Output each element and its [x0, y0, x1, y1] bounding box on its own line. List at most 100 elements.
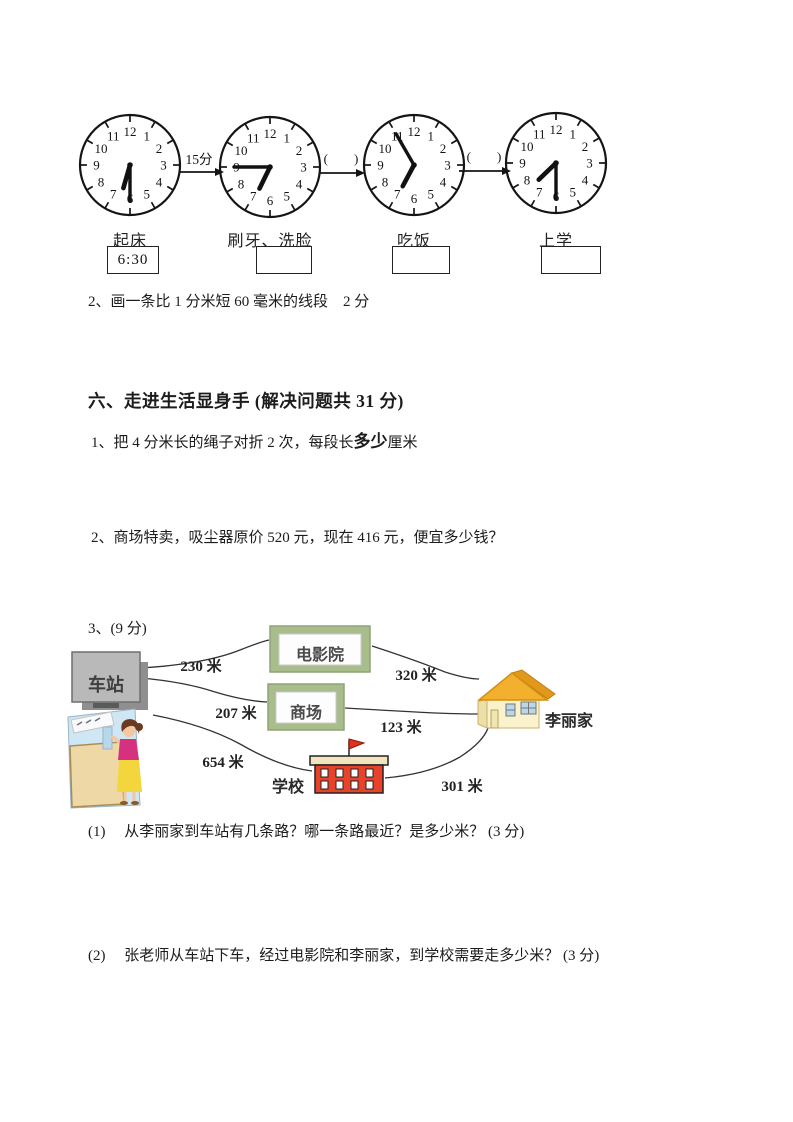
- arrowhead-icon: [502, 167, 511, 175]
- time-box-school[interactable]: [541, 246, 601, 274]
- arrow-label-blank-2: ( ): [467, 149, 502, 164]
- clock-tick: [592, 137, 600, 143]
- clock-go-to-school: 121234567891011: [504, 111, 608, 215]
- clock-numeral: 7: [394, 187, 401, 202]
- roads: [140, 639, 489, 779]
- clock-eat: 121234567891011: [362, 113, 466, 217]
- clock-tick: [450, 185, 458, 191]
- section-six-heading: 六、走进生活显身手 (解决问题共 31 分): [88, 391, 404, 411]
- home: 李丽家: [476, 669, 594, 730]
- clock-caption-eat: 吃饭: [396, 233, 431, 250]
- clock-numeral: 2: [582, 139, 589, 154]
- clock-numeral: 3: [160, 158, 167, 173]
- station-sign: [71, 651, 141, 703]
- clock-numeral: 3: [586, 156, 593, 171]
- clock-tick: [370, 185, 378, 191]
- distance-station-mall: 207 米: [215, 704, 257, 722]
- hour-hand: [121, 162, 133, 191]
- clock-tick: [306, 187, 314, 193]
- distance-cinema-home: 320 米: [395, 666, 437, 684]
- road-cinema-home: [371, 645, 480, 680]
- distance-station-cinema: 230 米: [180, 657, 222, 675]
- clock-numeral: 12: [124, 124, 137, 139]
- mall: 商场: [267, 683, 345, 731]
- station-label: 车站: [88, 674, 124, 695]
- clock-numeral: 1: [284, 130, 291, 145]
- clock-tick: [530, 199, 536, 207]
- clock-numeral: 10: [234, 143, 247, 158]
- billboard-board: [69, 741, 125, 808]
- clock-tick: [86, 139, 94, 145]
- clock-tick: [104, 201, 110, 209]
- road-school-home: [384, 727, 489, 779]
- clock-center-dot: [553, 160, 559, 166]
- hour-hand: [400, 162, 417, 189]
- question-map-number: 3、(9 分): [88, 621, 147, 637]
- clock-tick: [512, 183, 520, 189]
- clock-numeral: 2: [440, 141, 447, 156]
- clock-numeral: 1: [428, 128, 435, 143]
- clock-numeral: 11: [247, 130, 260, 145]
- arrow-2: ( ): [319, 151, 365, 177]
- clock-tick: [434, 121, 440, 129]
- clock-numeral: 7: [110, 187, 117, 202]
- clock-numeral: 10: [94, 141, 107, 156]
- time-box-eat[interactable]: [392, 246, 450, 274]
- clock-tick: [434, 201, 440, 209]
- banner-marks-icon: [76, 717, 101, 726]
- house-side: [477, 697, 488, 729]
- station: 车站: [71, 651, 148, 710]
- clock-center-dot: [267, 164, 273, 170]
- clock-tick: [166, 139, 174, 145]
- map-subquestion-2: (2) 张老师从车站下车，经过电影院和李丽家，到学校需要走多少米？ (3 分): [88, 948, 600, 964]
- clock-tick: [244, 203, 250, 211]
- clock-tick: [166, 185, 174, 191]
- question-vacuum: 2、商场特卖，吸尘器原价 520 元，现在 416 元，便宜多少钱？: [91, 530, 504, 546]
- clock-numeral: 1: [144, 128, 151, 143]
- road-station-school: [152, 714, 313, 772]
- school-windows: [320, 768, 374, 790]
- time-box-wake-up[interactable]: 6:30: [107, 246, 159, 274]
- clock-tick: [576, 119, 582, 127]
- clock-tick: [592, 183, 600, 189]
- girl-skirt: [117, 760, 142, 792]
- mall-label: 商场: [290, 703, 322, 722]
- clock-numeral: 12: [550, 122, 563, 137]
- clock-tick: [576, 199, 582, 207]
- clock-tick: [388, 201, 394, 209]
- clock-brush-teeth: 121234567891011: [218, 115, 322, 219]
- road-mall-home: [344, 707, 479, 715]
- road-station-mall: [140, 677, 268, 703]
- school-label: 学校: [272, 777, 305, 796]
- clock-tick: [290, 203, 296, 211]
- girl-figure: [111, 719, 143, 805]
- house-door: [490, 709, 499, 729]
- billboard-paper: [102, 726, 113, 750]
- clock-numeral: 1: [570, 126, 577, 141]
- clock-numeral: 5: [428, 187, 435, 202]
- clock-numeral: 4: [296, 176, 303, 191]
- clock-numeral: 4: [440, 174, 447, 189]
- clock-numeral: 10: [378, 141, 391, 156]
- mall-inner: [275, 691, 337, 724]
- clock-numeral: 6: [411, 191, 418, 206]
- school-roof: [309, 755, 389, 766]
- clock-tick: [512, 137, 520, 143]
- cinema: 电影院: [269, 625, 371, 673]
- school: 学校: [272, 738, 389, 796]
- clock-tick: [226, 187, 234, 193]
- arrow-label-blank-1: ( ): [324, 151, 359, 166]
- girl-top: [118, 739, 139, 760]
- clock-tick: [150, 201, 156, 209]
- question-rope-bold: 多少: [353, 432, 388, 451]
- clock-numeral: 5: [284, 189, 291, 204]
- question-draw-segment: 2、画一条比 1 分米短 60 毫米的线段 2 分: [88, 294, 370, 310]
- time-box-brush[interactable]: [256, 246, 312, 274]
- distance-labels: 230 米 320 米 207 米 123 米 654 米 301 米: [180, 657, 483, 795]
- clock-numeral: 10: [520, 139, 533, 154]
- clock-numeral: 7: [536, 185, 543, 200]
- house-roof-side: [510, 669, 556, 700]
- question-rope-pre: 1、把 4 分米长的绳子对折 2 次，每段长: [91, 435, 354, 451]
- clock-numeral: 9: [377, 158, 384, 173]
